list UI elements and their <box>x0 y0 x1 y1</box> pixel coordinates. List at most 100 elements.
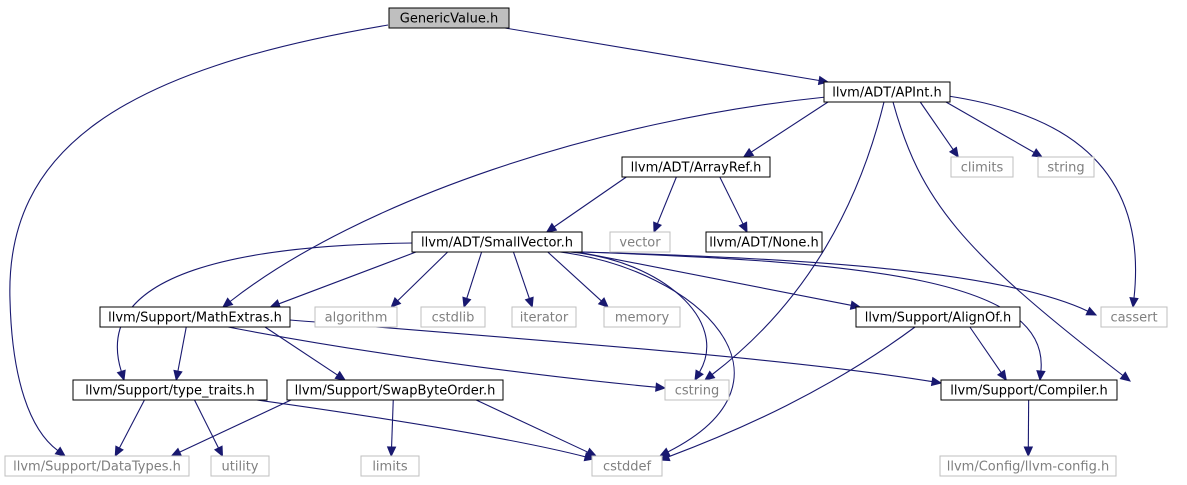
node-box <box>1100 306 1168 328</box>
arrowhead-apint-to-climits <box>948 146 959 159</box>
edge-swapbyteorder-to-cstddef <box>475 399 589 453</box>
node-box <box>314 306 398 328</box>
node-label: memory <box>615 311 670 326</box>
edge-arrayref-to-smallvector <box>553 176 627 228</box>
arrowhead-smallvector-to-cstring <box>694 369 704 382</box>
node-label: utility <box>222 460 259 475</box>
arrowhead-mathextras-to-compiler <box>930 376 943 387</box>
node-algorithm[interactable]: algorithm <box>314 306 398 328</box>
node-arrayref[interactable]: llvm/ADT/ArrayRef.h <box>621 156 771 178</box>
node-label: llvm/Config/llvm-config.h <box>947 460 1109 475</box>
node-label: algorithm <box>325 311 388 326</box>
node-box <box>511 306 577 328</box>
edge-apint-to-compiler <box>892 101 1124 376</box>
node-label: llvm/ADT/APInt.h <box>832 86 941 101</box>
node-label: limits <box>372 460 408 475</box>
node-box <box>609 231 671 253</box>
node-box <box>940 379 1118 401</box>
arrowhead-smallvector-to-compiler <box>1036 370 1046 382</box>
node-none[interactable]: llvm/ADT/None.h <box>705 231 823 253</box>
arrowhead-genericvalue-to-datatypes <box>54 446 66 457</box>
node-label: cstddef <box>603 460 652 475</box>
node-box <box>388 7 510 29</box>
node-box <box>360 455 420 477</box>
edge-alignof-to-compiler <box>969 326 1002 373</box>
arrowhead-typetraits-to-utility <box>213 445 224 458</box>
node-llvmconfig[interactable]: llvm/Config/llvm-config.h <box>939 455 1117 477</box>
node-box <box>99 306 291 328</box>
arrowhead-arrayref-to-none <box>738 221 748 234</box>
arrowhead-arrayref-to-vector <box>653 221 663 234</box>
arrowhead-smallvector-to-mathextras <box>269 299 282 309</box>
arrowhead-mathextras-to-swapbyteorder <box>334 370 347 381</box>
arrowhead-swapbyteorder-to-limits <box>386 446 397 458</box>
node-smallvector[interactable]: llvm/ADT/SmallVector.h <box>411 231 583 253</box>
node-cstdlib[interactable]: cstdlib <box>420 306 486 328</box>
edge-apint-to-arrayref <box>750 101 829 153</box>
arrowhead-smallvector-to-cstdlib <box>462 296 472 309</box>
nodes-layer: GenericValue.h llvm/ADT/APInt.h llvm/ADT/A… <box>4 7 1168 477</box>
node-box <box>286 379 504 401</box>
arrowhead-compiler-to-llvmconfig <box>1023 446 1034 458</box>
node-label: llvm/ADT/ArrayRef.h <box>631 161 762 176</box>
node-typetraits[interactable]: llvm/Support/type_traits.h <box>72 379 268 401</box>
node-compiler[interactable]: llvm/Support/Compiler.h <box>940 379 1118 401</box>
node-cassert[interactable]: cassert <box>1100 306 1168 328</box>
node-label: llvm/Support/AlignOf.h <box>865 311 1012 326</box>
arrowhead-smallvector-to-algorithm <box>390 296 402 308</box>
node-apint[interactable]: llvm/ADT/APInt.h <box>823 81 951 103</box>
node-alignof[interactable]: llvm/Support/AlignOf.h <box>855 306 1021 328</box>
edge-smallvector-to-typetraits <box>116 242 414 372</box>
node-box <box>939 455 1117 477</box>
node-memory[interactable]: memory <box>603 306 681 328</box>
arrowhead-apint-to-arrayref <box>742 147 755 158</box>
edge-smallvector-to-iterator <box>512 251 530 299</box>
arrowhead-typetraits-to-datatypes <box>114 445 124 458</box>
edge-genericvalue-to-datatypes <box>9 24 389 452</box>
edge-apint-to-cassert <box>947 95 1137 299</box>
node-limits[interactable]: limits <box>360 455 420 477</box>
node-label: llvm/ADT/SmallVector.h <box>421 236 573 251</box>
node-box <box>855 306 1021 328</box>
node-box <box>4 455 190 477</box>
edge-mathextras-to-typetraits <box>177 326 187 372</box>
node-mathextras[interactable]: llvm/Support/MathExtras.h <box>99 306 291 328</box>
node-iterator[interactable]: iterator <box>511 306 577 328</box>
node-box <box>411 231 583 253</box>
node-box <box>950 156 1014 178</box>
arrowhead-alignof-to-compiler <box>996 369 1007 382</box>
node-box <box>591 455 663 477</box>
node-string[interactable]: string <box>1037 156 1095 178</box>
node-box <box>603 306 681 328</box>
node-cstring[interactable]: cstring <box>664 379 730 401</box>
node-datatypes[interactable]: llvm/Support/DataTypes.h <box>4 455 190 477</box>
node-label: cassert <box>1110 311 1157 326</box>
node-label: llvm/Support/DataTypes.h <box>13 460 181 475</box>
node-label: string <box>1047 161 1084 176</box>
edge-smallvector-to-cstddef <box>559 251 735 453</box>
node-label: llvm/Support/type_traits.h <box>85 384 255 399</box>
node-utility[interactable]: utility <box>210 455 270 477</box>
edge-apint-to-climits <box>919 101 954 150</box>
node-climits[interactable]: climits <box>950 156 1014 178</box>
edge-mathextras-to-cstring <box>227 326 657 388</box>
edge-smallvector-to-cassert <box>581 251 1089 312</box>
arrowhead-swapbyteorder-to-cstddef <box>585 447 598 457</box>
node-swapbyteorder[interactable]: llvm/Support/SwapByteOrder.h <box>286 379 504 401</box>
edge-typetraits-to-utility <box>194 399 219 449</box>
node-label: cstdlib <box>432 311 475 326</box>
node-label: GenericValue.h <box>400 12 498 27</box>
arrowhead-apint-to-compiler <box>1119 371 1131 382</box>
node-cstddef[interactable]: cstddef <box>591 455 663 477</box>
edge-smallvector-to-algorithm <box>397 251 449 302</box>
arrowhead-arrayref-to-smallvector <box>545 222 558 233</box>
node-label: iterator <box>520 311 569 326</box>
arrowhead-apint-to-cstring <box>704 370 716 381</box>
edge-apint-to-string <box>945 101 1035 154</box>
node-label: llvm/Support/SwapByteOrder.h <box>295 384 496 399</box>
node-box <box>664 379 730 401</box>
arrowhead-smallvector-to-memory <box>597 297 609 308</box>
node-vector[interactable]: vector <box>609 231 671 253</box>
arrowhead-smallvector-to-iterator <box>524 296 534 309</box>
